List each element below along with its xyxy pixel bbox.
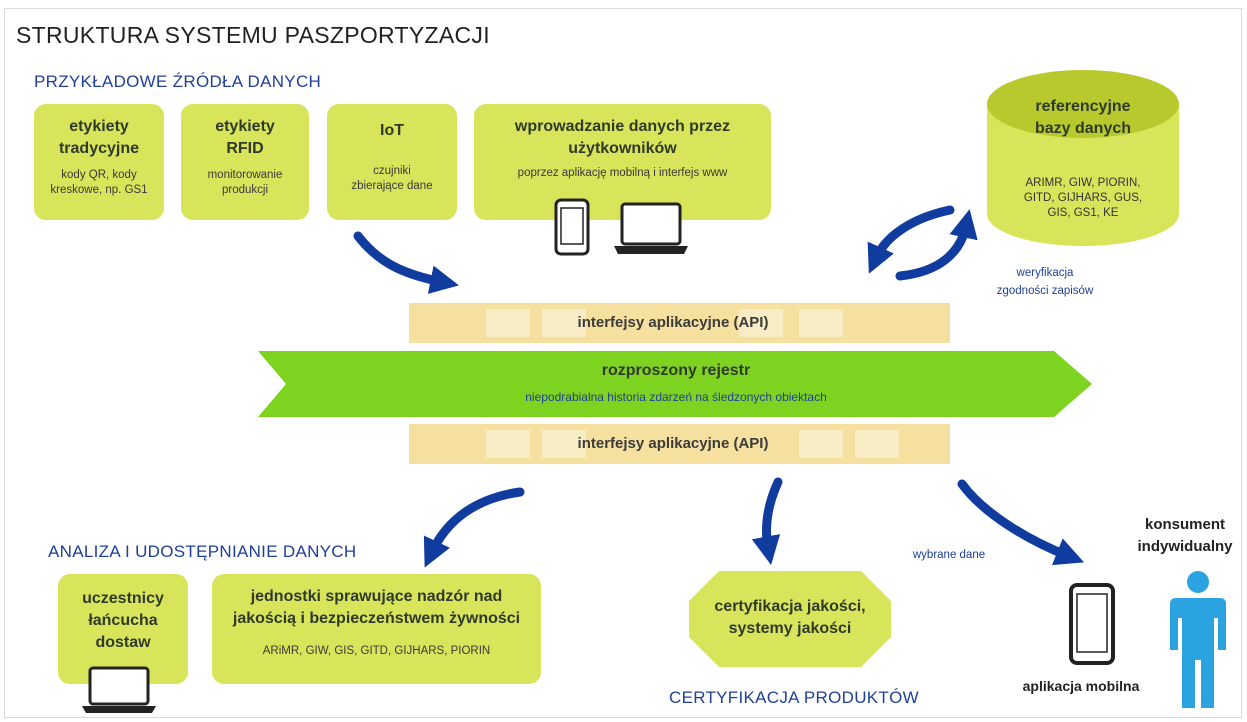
analysis-supply-chain: uczestnicy łańcucha dostaw: [58, 574, 188, 684]
certification-octagon: [689, 571, 891, 667]
api-block: [799, 430, 843, 458]
source-rfid-labels: etykiety RFID monitorowanie produkcji: [181, 104, 309, 220]
source-title-line: użytkowników: [568, 140, 677, 157]
selected-data-label: wybrane dane: [912, 549, 986, 561]
analysis-authorities-list: ARiMR, GIW, GIS, GITD, GIJHARS, PIORIN: [262, 645, 491, 657]
reference-db-list-line: ARIMR, GIW, PIORIN,: [1025, 177, 1141, 189]
reference-db-list-line: GIS, GS1, KE: [1047, 207, 1119, 219]
source-title-line: IoT: [380, 122, 404, 139]
arrow-sources-to-api: [353, 231, 459, 294]
analysis-box-line: jednostki sprawujące nadzór nad: [250, 588, 503, 605]
verification-line: zgodności zapisów: [996, 285, 1094, 297]
verification-line: weryfikacja: [1016, 267, 1074, 279]
source-user-input: wprowadzanie danych przez użytkowników p…: [474, 104, 771, 220]
source-subtitle-line: poprzez aplikację mobilną i interfejs ww…: [517, 167, 728, 179]
certification-heading: CERTYFIKACJA PRODUKTÓW: [669, 688, 919, 707]
person-icon: [1170, 571, 1226, 708]
source-traditional-labels: etykiety tradycyjne kody QR, kody kresko…: [34, 104, 164, 220]
diagram-frame: [4, 8, 1242, 718]
arrow-db-to-api: [867, 205, 955, 274]
analysis-box-line: uczestnicy: [82, 590, 164, 607]
arrow-api-to-analysis: [423, 487, 525, 568]
analysis-box-line: jakością i bezpieczeństwem żywności: [232, 610, 521, 627]
api-band-bottom: interfejsy aplikacyjne (API): [409, 424, 950, 464]
analysis-authorities: jednostki sprawujące nadzór nad jakością…: [212, 574, 541, 684]
ledger-subtitle: niepodrabialna historia zdarzeń na śledz…: [525, 390, 827, 404]
source-subtitle-line: zbierające dane: [351, 180, 433, 192]
verification-note: weryfikacja zgodności zapisów: [970, 264, 1120, 300]
source-title-line: etykiety: [215, 118, 275, 135]
certification-box: certyfikacja jakości, systemy jakości: [689, 596, 891, 640]
certification-line: certyfikacja jakości,: [714, 598, 866, 615]
source-subtitle-line: kody QR, kody: [61, 169, 137, 181]
analysis-box-line: dostaw: [95, 634, 151, 651]
api-band-top: interfejsy aplikacyjne (API): [409, 303, 950, 343]
source-title-line: tradycyjne: [58, 140, 140, 157]
sources-heading: PRZYKŁADOWE ŹRÓDŁA DANYCH: [34, 72, 322, 91]
reference-database-cylinder: [987, 70, 1179, 246]
api-block: [542, 309, 586, 337]
consumer-label: konsument indywidualny: [1120, 514, 1247, 558]
api-block: [855, 430, 899, 458]
api-block: [542, 430, 586, 458]
reference-db-list: ARIMR, GIW, PIORIN, GITD, GIJHARS, GUS, …: [983, 176, 1183, 221]
source-subtitle-line: produkcji: [221, 184, 269, 196]
api-block: [486, 309, 530, 337]
arrow-api-to-consumer: [957, 479, 1085, 566]
distributed-ledger-arrow: [258, 351, 1092, 417]
api-block: [486, 430, 530, 458]
ledger-title: rozproszony rejestr: [601, 362, 751, 379]
reference-db-title-line: referencyjne: [1035, 98, 1131, 115]
source-title-line: wprowadzanie danych przez: [514, 118, 731, 135]
diagram-title: STRUKTURA SYSTEMU PASZPORTYZACJI: [16, 22, 490, 48]
consumer-label-line: konsument: [1144, 516, 1225, 533]
reference-db-list-line: GITD, GIJHARS, GUS,: [1023, 192, 1143, 204]
analysis-box-line: łańcucha: [88, 612, 158, 629]
source-title-line: RFID: [226, 140, 264, 157]
phone-icon: [554, 198, 590, 256]
devices-illustration: [554, 198, 688, 256]
api-label-bottom: interfejsy aplikacyjne (API): [577, 435, 769, 452]
api-block: [799, 309, 843, 337]
api-label-top: interfejsy aplikacyjne (API): [577, 314, 769, 331]
source-subtitle-line: czujniki: [373, 165, 411, 177]
source-title-line: etykiety: [69, 118, 129, 135]
phone-icon: [1069, 583, 1115, 665]
certification-line: systemy jakości: [728, 620, 852, 637]
analysis-heading: ANALIZA I UDOSTĘPNIANIE DANYCH: [48, 542, 357, 561]
laptop-icon: [614, 202, 688, 254]
source-iot: IoT czujniki zbierające dane: [327, 104, 457, 220]
arrow-api-to-db: [895, 209, 978, 281]
reference-db-title-line: bazy danych: [1034, 120, 1132, 137]
consumer-label-line: indywidualny: [1137, 538, 1233, 555]
laptop-icon: [82, 666, 156, 713]
source-subtitle-line: monitorowanie: [207, 169, 283, 181]
arrow-api-to-certification: [751, 477, 783, 566]
mobile-app-label: aplikacja mobilna: [1022, 678, 1140, 694]
source-subtitle-line: kreskowe, np. GS1: [50, 184, 148, 196]
reference-db-title: referencyjne bazy danych: [983, 96, 1183, 140]
api-block: [739, 309, 783, 337]
